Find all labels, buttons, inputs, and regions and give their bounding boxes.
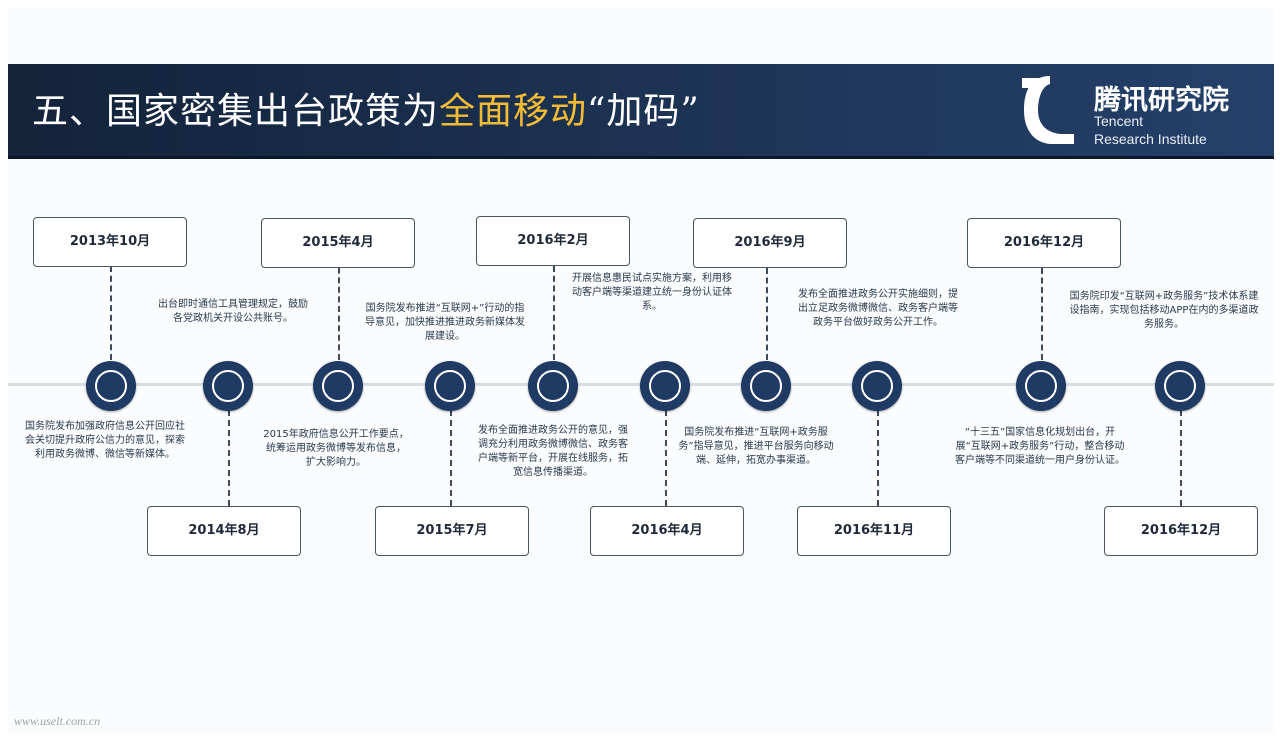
event-description: 2015年政府信息公开工作要点，统筹运用政务微博等发布信息，扩大影响力。 — [263, 429, 409, 468]
date-box: 2016年12月 — [1104, 506, 1258, 556]
connector — [1041, 268, 1043, 360]
timeline-node — [86, 361, 136, 411]
event-description: 国务院发布推进“互联网+政务服务”指导意见，推进平台服务向移动端、延伸，拓宽办事… — [678, 427, 834, 466]
connector — [228, 410, 230, 506]
event-description: 开展信息惠民试点实施方案，利用移动客户端等渠道建立统一身份认证体系。 — [572, 273, 732, 312]
watermark: www.uselt.com.cn — [14, 714, 101, 728]
timeline-node — [425, 361, 475, 411]
date-box: 2015年7月 — [375, 506, 529, 556]
event-description: 发布全面推进政务公开实施细则，提出立足政务微博微信、政务客户端等政务平台做好政务… — [798, 289, 958, 328]
title-post: “加码” — [587, 91, 700, 132]
connector — [553, 266, 555, 360]
date-box: 2016年12月 — [967, 218, 1121, 268]
date-box: 2016年11月 — [797, 506, 951, 556]
event-description: 国务院发布加强政府信息公开回应社会关切提升政府公信力的意见，探索利用政务微博、微… — [25, 421, 185, 460]
connector — [450, 410, 452, 506]
logo-english-line2: Research Institute — [1094, 131, 1207, 147]
title-highlight: 全面移动 — [439, 91, 588, 132]
date-box: 2015年4月 — [261, 218, 415, 268]
timeline-node — [1155, 361, 1205, 411]
event-description: 国务院印发“互联网+政务服务”技术体系建设指南，实现包括移动APP在内的多渠道政… — [1069, 291, 1259, 330]
connector — [877, 410, 879, 506]
date-box: 2014年8月 — [147, 506, 301, 556]
event-description: 国务院发布推进“互联网+”行动的指导意见，加快推进推进政务新媒体发展建设。 — [365, 303, 525, 342]
connector — [1180, 410, 1182, 506]
date-box: 2013年10月 — [33, 217, 187, 267]
timeline-node — [313, 361, 363, 411]
timeline-node — [1016, 361, 1066, 411]
event-description: 出台即时通信工具管理规定，鼓励各党政机关开设公共账号。 — [158, 299, 308, 324]
title-pre: 五、国家密集出台政策为 — [32, 91, 440, 132]
connector — [766, 268, 768, 360]
tencent-logo-icon — [1022, 76, 1074, 144]
timeline-node — [741, 361, 791, 411]
timeline-node — [852, 361, 902, 411]
timeline-node — [203, 361, 253, 411]
connector — [665, 410, 667, 506]
timeline-node — [640, 361, 690, 411]
logo-english-line1: Tencent — [1094, 113, 1144, 129]
date-box: 2016年9月 — [693, 218, 847, 268]
page-title: 五、国家密集出台政策为全面移动“加码” — [32, 84, 700, 140]
event-description: 发布全面推进政务公开的意见，强调充分利用政务微博微信、政务客户端等新平台，开展在… — [478, 425, 628, 478]
date-box: 2016年2月 — [476, 216, 630, 266]
timeline-node — [528, 361, 578, 411]
logo-chinese: 腾讯研究院 — [1094, 85, 1229, 116]
connector — [110, 266, 112, 360]
date-box: 2016年4月 — [590, 506, 744, 556]
connector — [338, 258, 340, 360]
event-description: “十三五”国家信息化规划出台，开展“互联网+政务服务”行动，整合移动客户端等不同… — [955, 427, 1125, 466]
